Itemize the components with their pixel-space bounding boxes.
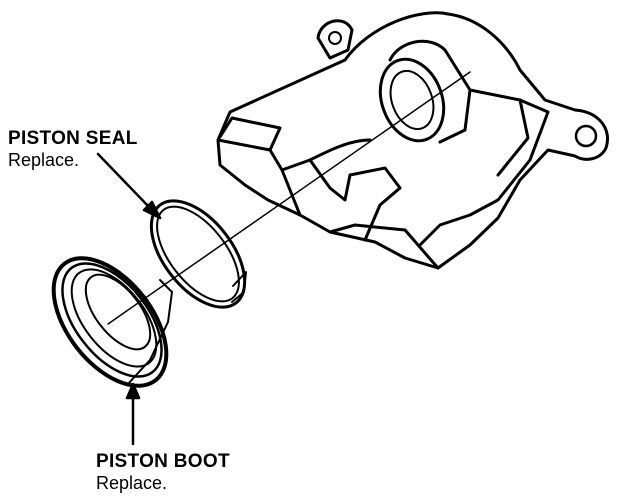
- seal-leader-arrow: [96, 152, 162, 220]
- piston-seal-note: Replace.: [8, 150, 80, 171]
- piston-boot-note: Replace.: [96, 473, 168, 494]
- boot-leader-arrow: [125, 382, 141, 446]
- caliper-body: [216, 11, 609, 270]
- piston-seal-label: PISTON SEAL: [8, 128, 138, 149]
- piston-seal-callout: PISTON SEAL Replace.: [8, 128, 138, 172]
- piston-boot: [51, 256, 173, 388]
- axis-line: [107, 71, 471, 325]
- piston-boot-label: PISTON BOOT: [96, 451, 230, 472]
- piston-seal-ring: [149, 199, 247, 309]
- piston-boot-callout: PISTON BOOT Replace.: [96, 451, 230, 495]
